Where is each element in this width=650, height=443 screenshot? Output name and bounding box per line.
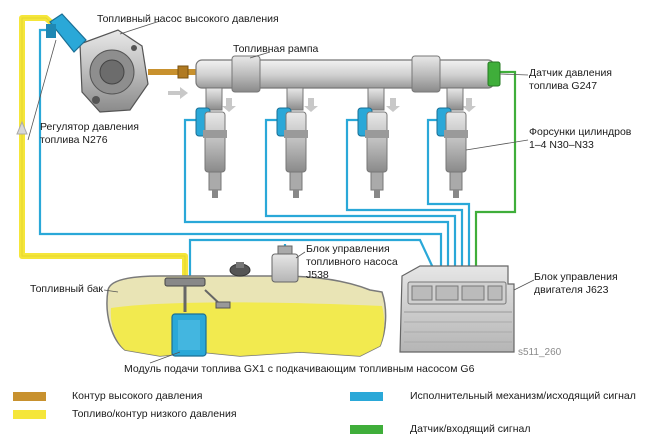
injector-3 [357, 87, 389, 198]
pump-ecu-label-line3: J538 [306, 269, 329, 281]
actuator-wires [38, 28, 471, 300]
legend-swatch-sensor [350, 425, 383, 434]
figure-code: s511_260 [518, 347, 562, 358]
engine-ecu-label-line1: Блок управления [534, 271, 618, 283]
injectors [195, 87, 468, 198]
high-pressure-pump [79, 29, 149, 113]
pressure-regulator [46, 13, 87, 53]
pressure-sensor-label-line1: Датчик давления [529, 67, 612, 79]
fuel-rail-label: Топливная рампа [233, 43, 319, 55]
fuel-delivery-module [164, 277, 231, 357]
engine-control-unit [399, 265, 515, 353]
delivery-module-label: Модуль подачи топлива GX1 с подкачивающи… [124, 363, 475, 375]
engine-ecu-label-line2: двигателя J623 [534, 284, 609, 296]
injector-2 [276, 87, 308, 198]
injectors-label-line1: Форсунки цилиндров [529, 126, 632, 138]
pressure-sensor-label-line2: топлива G247 [529, 80, 598, 92]
legend-text-sensor: Датчик/входящий сигнал [410, 423, 531, 435]
legend-swatch-actuator [350, 392, 383, 401]
pump-ecu-label-line2: топливного насоса [306, 256, 398, 268]
legend-text-actuator: Исполнительный механизм/исходящий сигнал [410, 390, 636, 402]
injector-1 [195, 87, 227, 198]
low-pressure-line [19, 15, 188, 285]
pump-ecu-label-line1: Блок управления [306, 243, 390, 255]
legend-swatch-high-pressure [13, 392, 46, 401]
flow-arrow-up [16, 120, 28, 135]
regulator-label-line1: Регулятор давления [40, 121, 139, 133]
sensor-wire [474, 70, 517, 270]
fuel-tank-label: Топливный бак [30, 283, 104, 295]
injectors-label-line2: 1–4 N30–N33 [529, 139, 594, 151]
leader-lines [27, 20, 535, 364]
hp-pump-label: Топливный насос высокого давления [97, 13, 279, 25]
legend-swatch-low-pressure [13, 410, 46, 419]
legend-text-low-pressure: Топливо/контур низкого давления [72, 408, 237, 420]
injector-4 [436, 87, 468, 198]
legend-text-high-pressure: Контур высокого давления [72, 390, 203, 402]
fuel-rail [168, 55, 501, 112]
regulator-label-line2: топлива N276 [40, 134, 108, 146]
pump-control-unit [271, 245, 299, 283]
fuel-tank [106, 262, 387, 357]
